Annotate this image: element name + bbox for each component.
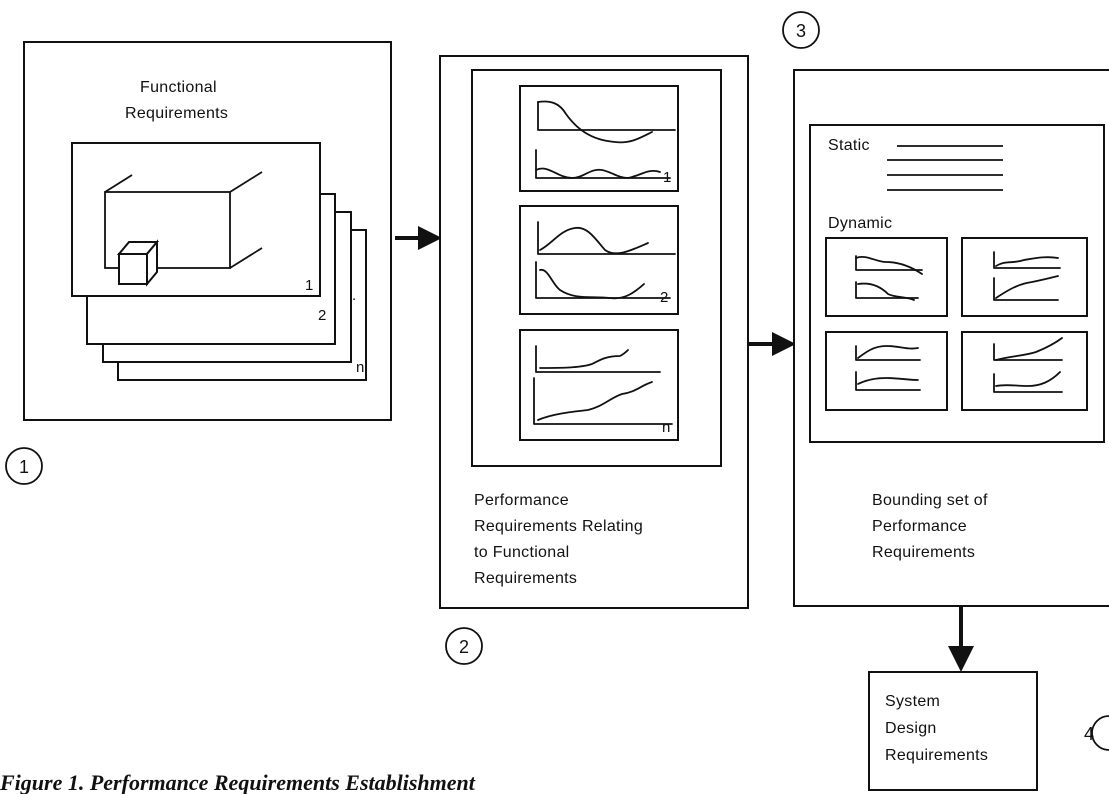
stage2-text-line4: Requirements bbox=[474, 570, 577, 587]
wireframe-box-icon bbox=[104, 171, 263, 269]
stage2-text-line1: Performance bbox=[474, 492, 569, 509]
stage3-number: 3 bbox=[796, 21, 806, 41]
sheet-label-1: 1 bbox=[305, 277, 313, 294]
arrow-stage2-to-stage3 bbox=[748, 332, 796, 356]
stage4-text-line2: Design bbox=[885, 720, 937, 737]
dynamic-label: Dynamic bbox=[828, 215, 892, 232]
stage2-number: 2 bbox=[459, 637, 469, 657]
stage1-number: 1 bbox=[19, 457, 29, 477]
stage4-text-line3: Requirements bbox=[885, 747, 988, 764]
stage1-title-line1: Functional bbox=[140, 79, 217, 96]
dynamic-chart-bottom-left bbox=[825, 331, 948, 411]
sheet-label-n: n bbox=[356, 359, 364, 376]
stage2-text-line2: Requirements Relating bbox=[474, 518, 643, 535]
stage2-performance-requirements: 1 2 n Performance Requirements Relating … bbox=[439, 55, 749, 665]
performance-chart-2: 2 bbox=[519, 205, 679, 315]
stage4-text-line1: System bbox=[885, 693, 940, 710]
stage3-number-circle bbox=[782, 11, 820, 49]
dynamic-chart-top-left bbox=[825, 237, 948, 317]
stage4-number-circle bbox=[1091, 715, 1109, 751]
stage3-bounding-set: 3 Static Dynamic bbox=[782, 11, 1109, 607]
stage1-functional-requirements: Functional Requirements n 2 1 . 1 bbox=[5, 41, 392, 485]
chart-label-2: 2 bbox=[660, 289, 668, 306]
stage2-text-line3: to Functional bbox=[474, 544, 570, 561]
stage1-number-circle bbox=[5, 447, 43, 485]
sheet-label-2: 2 bbox=[318, 307, 326, 324]
stage4-system-design: System Design Requirements 4 bbox=[868, 671, 1109, 791]
static-label: Static bbox=[828, 137, 870, 154]
sheet-dot: . bbox=[352, 287, 356, 304]
chart-label-n: n bbox=[662, 419, 670, 436]
stage4-box bbox=[868, 671, 1038, 791]
stage4-number: 4 bbox=[1084, 724, 1094, 744]
figure-caption: Figure 1. Performance Requirements Estab… bbox=[0, 770, 476, 794]
dynamic-chart-top-right bbox=[961, 237, 1088, 317]
stage2-number-circle bbox=[445, 627, 483, 665]
performance-chart-1: 1 bbox=[519, 85, 679, 192]
sheet-1 bbox=[71, 142, 321, 297]
arrow-stage1-to-stage2 bbox=[395, 226, 442, 250]
stage3-text-line2: Performance bbox=[872, 518, 967, 535]
stage3-text-line3: Requirements bbox=[872, 544, 975, 561]
small-cube-icon bbox=[116, 239, 160, 287]
chart-label-1: 1 bbox=[663, 169, 671, 186]
stage1-title-line2: Requirements bbox=[125, 105, 228, 122]
dynamic-chart-bottom-right bbox=[961, 331, 1088, 411]
stage3-text-line1: Bounding set of bbox=[872, 492, 988, 509]
static-requirement-lines bbox=[887, 145, 1003, 191]
arrow-stage3-to-stage4 bbox=[948, 606, 974, 672]
performance-chart-n: n bbox=[519, 329, 679, 441]
